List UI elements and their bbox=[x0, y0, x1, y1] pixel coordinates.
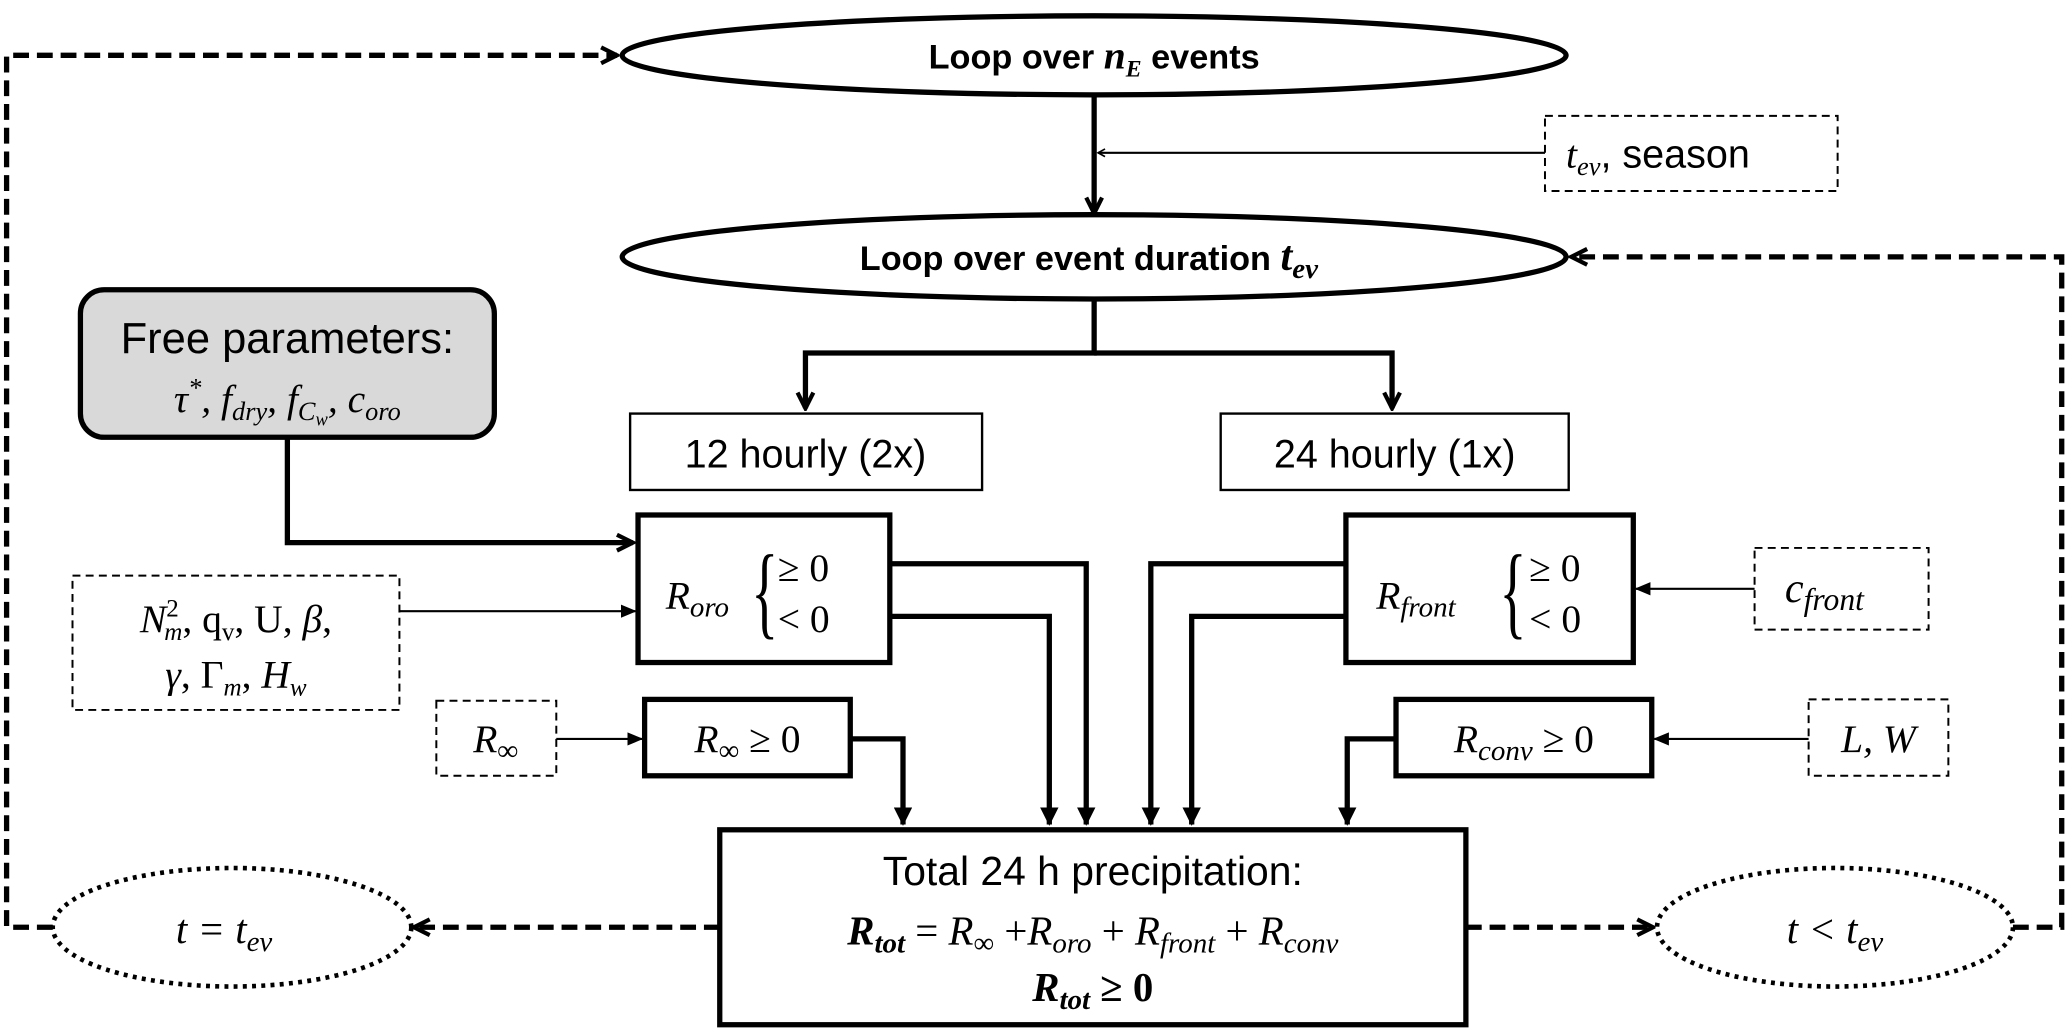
r-inf-node: R∞ ≥ 0 bbox=[641, 696, 853, 779]
svg-text:R∞: R∞ bbox=[472, 717, 518, 767]
oro-inputs-line2: γ, Γm, Hw bbox=[165, 653, 307, 702]
svg-text:Rfront: Rfront bbox=[1375, 574, 1456, 624]
hourly-12-node: 12 hourly (2x) bbox=[628, 412, 984, 492]
svg-text:cfront: cfront bbox=[1785, 565, 1865, 617]
total-precipitation-node: Total 24 h precipitation: Rtot = R∞ +Ror… bbox=[717, 827, 1469, 1028]
loop-back-to-duration bbox=[1571, 257, 2065, 930]
svg-text:Loop over nE events: Loop over nE events bbox=[929, 34, 1260, 83]
svg-text:{: { bbox=[751, 534, 778, 648]
tev-season-input: tev, season bbox=[1543, 114, 1839, 192]
svg-text:R∞ ≥ 0: R∞ ≥ 0 bbox=[693, 717, 800, 767]
svg-text:Rconv ≥ 0: Rconv ≥ 0 bbox=[1453, 717, 1594, 767]
t-equals-tev-node: t = tev bbox=[50, 865, 414, 989]
svg-text:< 0: < 0 bbox=[1529, 597, 1581, 641]
svg-text:≥ 0: ≥ 0 bbox=[778, 546, 829, 590]
total-equation: Rtot = R∞ +Roro + Rfront + Rconv bbox=[846, 908, 1338, 959]
r-inf-input-node: R∞ bbox=[435, 699, 558, 777]
svg-text:t = tev: t = tev bbox=[176, 907, 273, 958]
r-front-node: Rfront { ≥ 0 < 0 bbox=[1343, 512, 1636, 666]
loop-back-to-events bbox=[3, 55, 617, 930]
r-oro-node: Roro { ≥ 0 < 0 bbox=[635, 512, 893, 666]
free-parameters-node: Free parameters: τ*, fdry, fCw, coro bbox=[77, 287, 497, 440]
total-constraint: Rtot ≥ 0 bbox=[1031, 965, 1153, 1016]
loop-duration-label: Loop over event duration bbox=[860, 240, 1281, 278]
hourly-12-label: 12 hourly (2x) bbox=[685, 433, 927, 477]
svg-text:{: { bbox=[1499, 534, 1526, 648]
svg-text:Loop over event duration tev: Loop over event duration tev bbox=[860, 233, 1319, 285]
r-conv-node: Rconv ≥ 0 bbox=[1393, 696, 1655, 779]
svg-text:t < tev: t < tev bbox=[1787, 907, 1884, 958]
svg-text:Roro: Roro bbox=[665, 574, 729, 624]
hourly-24-node: 24 hourly (1x) bbox=[1219, 412, 1570, 492]
total-title: Total 24 h precipitation: bbox=[883, 848, 1303, 894]
arrow-free-params-to-roro bbox=[284, 437, 632, 542]
svg-text:L, W: L, W bbox=[1840, 717, 1919, 761]
free-parameters-list: τ*, fdry, fCw, coro bbox=[174, 373, 401, 429]
lw-input-node: L, W bbox=[1807, 698, 1950, 777]
svg-text:tev, season: tev, season bbox=[1566, 132, 1750, 181]
loop-events-label: Loop over bbox=[929, 39, 1104, 77]
loop-events-node: Loop over nE events bbox=[619, 13, 1569, 98]
connectors-to-total bbox=[850, 561, 1397, 826]
free-parameters-title: Free parameters: bbox=[121, 315, 455, 363]
loop-duration-node: Loop over event duration tev bbox=[619, 212, 1569, 302]
svg-text:< 0: < 0 bbox=[778, 597, 830, 641]
split-connector bbox=[805, 298, 1392, 408]
c-front-input-node: cfront bbox=[1753, 546, 1930, 631]
t-less-tev-node: t < tev bbox=[1654, 865, 2016, 989]
hourly-24-label: 24 hourly (1x) bbox=[1274, 433, 1516, 477]
svg-text:≥ 0: ≥ 0 bbox=[1529, 546, 1580, 590]
